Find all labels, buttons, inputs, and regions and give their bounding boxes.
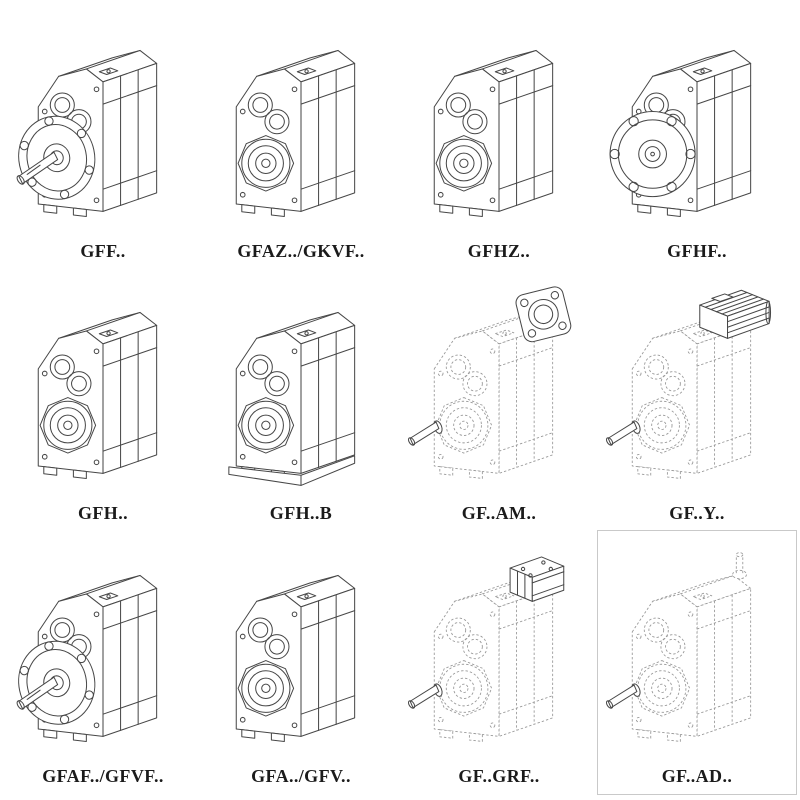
model-label: GF..AM.. <box>461 503 537 524</box>
catalog-item: GFH..B <box>202 269 400 532</box>
catalog-item: GF..Y.. <box>598 269 796 532</box>
catalog-item: GF..GRF.. <box>400 531 598 794</box>
gearbox-drawing <box>37 312 158 480</box>
gearbox-drawing <box>604 552 752 742</box>
model-label: GFA../GFV.. <box>251 765 351 786</box>
catalog-item: GFHZ.. <box>400 6 598 269</box>
gearbox-drawing <box>228 312 356 487</box>
gearbox-drawing <box>609 49 752 217</box>
gearbox-drawing <box>604 290 772 480</box>
catalog-item: GFHF.. <box>598 6 796 269</box>
catalog-item: GFA../GFV.. <box>202 531 400 794</box>
model-label: GFHZ.. <box>467 240 531 261</box>
catalog-item: GFAF../GFVF.. <box>4 531 202 794</box>
model-label: GFHF.. <box>667 240 727 261</box>
gearbox-drawing <box>235 49 356 217</box>
catalog-item: GF..AD.. <box>597 530 797 795</box>
model-label: GFAZ../GKVF.. <box>237 240 365 261</box>
gearbox-drawing <box>10 574 158 742</box>
gearbox-drawing <box>433 49 554 217</box>
catalog-item: GF..AM.. <box>400 269 598 532</box>
model-label: GFAF../GFVF.. <box>42 765 164 786</box>
gearbox-drawing <box>10 49 158 217</box>
model-label: GF..AD.. <box>661 765 733 786</box>
catalog-item: GFAZ../GKVF.. <box>202 6 400 269</box>
model-label: GF..Y.. <box>669 503 725 524</box>
gearbox-drawing <box>406 284 574 480</box>
model-label: GFH.. <box>78 503 128 524</box>
catalog-item: GFH.. <box>4 269 202 532</box>
catalog-item: GFF.. <box>4 6 202 269</box>
gearbox-drawing <box>406 556 565 742</box>
model-label: GFF.. <box>80 240 126 261</box>
model-label: GFH..B <box>269 503 333 524</box>
gearbox-drawing <box>235 574 356 742</box>
model-label: GF..GRF.. <box>458 765 540 786</box>
